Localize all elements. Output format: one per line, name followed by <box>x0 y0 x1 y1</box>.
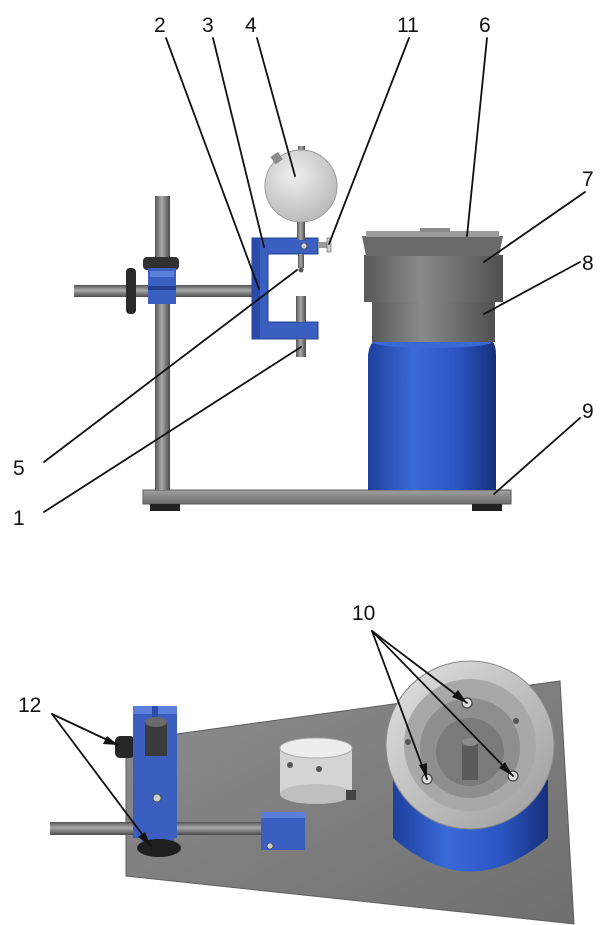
leader-4 <box>256 37 296 177</box>
leader-11 <box>328 37 410 245</box>
base-foot-right <box>472 504 502 511</box>
label-1: 1 <box>13 507 25 530</box>
perspective-small-clamp <box>261 812 305 850</box>
lower-ring <box>372 302 495 342</box>
arrowhead-10c <box>499 762 513 776</box>
base-foot-left <box>150 504 180 511</box>
leader-9 <box>493 417 581 495</box>
blue-container <box>368 336 496 490</box>
arrowhead-12a <box>103 736 118 745</box>
leader-2 <box>165 37 260 290</box>
upper-ring <box>364 255 503 302</box>
base-plate <box>142 489 512 511</box>
leader-3 <box>212 37 265 248</box>
leader-10b <box>371 630 428 780</box>
label-10: 10 <box>352 602 375 625</box>
label-3: 3 <box>202 14 214 37</box>
bracket-screw <box>300 242 308 250</box>
dial-gauge <box>264 146 338 273</box>
arrowhead-10b <box>419 763 427 779</box>
probe-tip <box>298 267 304 273</box>
stand-rod <box>155 196 170 490</box>
leader-5 <box>43 269 298 463</box>
leader-7 <box>483 191 586 263</box>
label-7: 7 <box>582 168 594 191</box>
clamp-knob <box>126 257 179 314</box>
perspective-foot <box>137 839 181 857</box>
leader-6 <box>466 37 488 237</box>
label-5: 5 <box>13 457 25 480</box>
label-4: 4 <box>245 14 257 37</box>
stand-clamp <box>148 268 176 304</box>
leader-10a <box>371 630 468 704</box>
center-shaft <box>462 742 478 780</box>
perspective-knob <box>115 736 135 758</box>
label-2: 2 <box>154 14 166 37</box>
label-6: 6 <box>479 14 491 37</box>
arrowhead-10a <box>452 690 467 703</box>
leader-1 <box>43 346 302 513</box>
arrowhead-12b <box>138 832 151 846</box>
leader-lines <box>43 37 586 847</box>
gauge-screw <box>318 237 332 253</box>
leader-12b <box>51 713 152 847</box>
perspective-dial-gauge <box>279 737 356 804</box>
perspective-view <box>50 660 575 925</box>
leader-8 <box>483 261 581 315</box>
leader-10c <box>371 630 514 777</box>
label-8: 8 <box>582 252 594 275</box>
lid <box>362 228 503 256</box>
perspective-container <box>385 660 555 872</box>
label-12: 12 <box>18 694 41 717</box>
label-11: 11 <box>397 14 419 37</box>
side-view <box>74 146 512 511</box>
perspective-stand-rod <box>145 717 167 756</box>
callout-labels: 2 3 4 11 6 7 8 9 5 1 10 12 <box>13 14 594 717</box>
label-9: 9 <box>582 400 594 423</box>
c-bracket <box>251 237 319 340</box>
